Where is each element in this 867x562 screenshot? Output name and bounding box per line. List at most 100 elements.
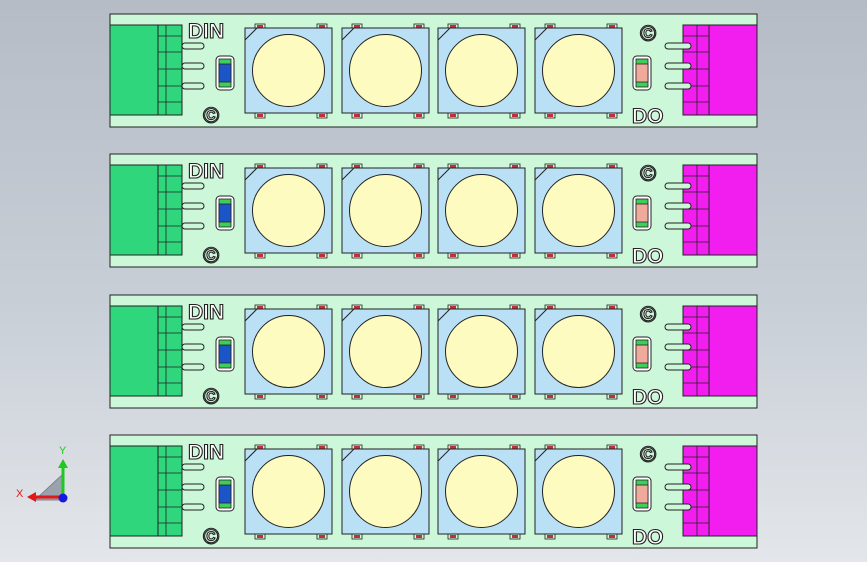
led-strip[interactable]: DIN©©DO bbox=[109, 294, 758, 410]
output-connector-housing bbox=[682, 24, 710, 116]
led-lens[interactable] bbox=[252, 174, 325, 247]
solder-pad bbox=[450, 306, 456, 309]
z-axis-dot bbox=[58, 493, 68, 503]
led-lens[interactable] bbox=[349, 455, 422, 528]
solder-pad bbox=[354, 306, 360, 309]
solder-pad bbox=[257, 535, 263, 538]
input-pin bbox=[181, 343, 205, 351]
din-label: DIN bbox=[188, 441, 224, 464]
input-connector-edge bbox=[165, 164, 183, 256]
copyright-mark: © bbox=[203, 243, 219, 268]
output-pin bbox=[664, 463, 692, 471]
led-lens[interactable] bbox=[349, 34, 422, 107]
input-connector-edge bbox=[165, 445, 183, 537]
solder-pad bbox=[547, 446, 553, 449]
solder-pad bbox=[354, 25, 360, 28]
solder-pad bbox=[512, 306, 518, 309]
led-lens[interactable] bbox=[542, 174, 615, 247]
output-pin bbox=[664, 82, 692, 90]
led-strip[interactable]: DIN©©DO bbox=[109, 13, 758, 129]
solder-pad bbox=[416, 306, 422, 309]
led-lens[interactable] bbox=[349, 174, 422, 247]
input-connector-housing bbox=[157, 24, 183, 116]
input-resistor bbox=[218, 63, 232, 83]
input-pin bbox=[181, 323, 205, 331]
led-lens[interactable] bbox=[252, 315, 325, 388]
solder-pad bbox=[450, 254, 456, 257]
input-pin bbox=[181, 42, 205, 50]
input-connector bbox=[109, 24, 159, 116]
solder-pad bbox=[416, 114, 422, 117]
solder-pad bbox=[609, 114, 615, 117]
output-pin bbox=[664, 343, 692, 351]
output-connector bbox=[708, 24, 758, 116]
solder-pad bbox=[257, 165, 263, 168]
y-axis-arrow-head bbox=[58, 459, 68, 468]
led-chamfer bbox=[341, 167, 355, 181]
led-strip[interactable]: DIN©©DO bbox=[109, 434, 758, 550]
output-pin bbox=[664, 363, 692, 371]
input-pin bbox=[181, 483, 205, 491]
input-pin bbox=[181, 202, 205, 210]
solder-pad bbox=[450, 535, 456, 538]
solder-pad bbox=[319, 446, 325, 449]
solder-pad bbox=[512, 446, 518, 449]
solder-pad bbox=[354, 446, 360, 449]
led-lens[interactable] bbox=[445, 174, 518, 247]
led-strip[interactable]: DIN©©DO bbox=[109, 153, 758, 269]
output-pin bbox=[664, 503, 692, 511]
led-lens[interactable] bbox=[349, 315, 422, 388]
led-lens[interactable] bbox=[445, 34, 518, 107]
solder-pad bbox=[354, 165, 360, 168]
output-connector bbox=[708, 445, 758, 537]
led-chamfer bbox=[437, 27, 451, 41]
led-lens[interactable] bbox=[252, 455, 325, 528]
solder-pad bbox=[512, 114, 518, 117]
output-pin bbox=[664, 222, 692, 230]
solder-pad bbox=[609, 254, 615, 257]
do-label: DO bbox=[632, 245, 664, 268]
led-chamfer bbox=[341, 27, 355, 41]
led-chamfer bbox=[437, 167, 451, 181]
led-lens[interactable] bbox=[445, 455, 518, 528]
led-lens[interactable] bbox=[542, 34, 615, 107]
solder-pad bbox=[319, 306, 325, 309]
led-chamfer bbox=[534, 448, 548, 462]
solder-pad bbox=[354, 114, 360, 117]
solder-pad bbox=[547, 535, 553, 538]
output-connector-edge bbox=[682, 164, 698, 256]
solder-pad bbox=[354, 254, 360, 257]
solder-pad bbox=[416, 254, 422, 257]
y-axis-label: Y bbox=[59, 445, 67, 457]
solder-pad bbox=[257, 446, 263, 449]
led-chamfer bbox=[534, 27, 548, 41]
output-connector-housing bbox=[682, 445, 710, 537]
solder-pad bbox=[547, 114, 553, 117]
input-pin bbox=[181, 222, 205, 230]
din-label: DIN bbox=[188, 160, 224, 183]
input-pin bbox=[181, 463, 205, 471]
copyright-mark: © bbox=[203, 384, 219, 409]
led-chamfer bbox=[244, 167, 258, 181]
led-lens[interactable] bbox=[252, 34, 325, 107]
solder-pad bbox=[319, 114, 325, 117]
input-pin bbox=[181, 503, 205, 511]
input-connector bbox=[109, 445, 159, 537]
input-resistor bbox=[218, 484, 232, 504]
solder-pad bbox=[354, 395, 360, 398]
solder-pad bbox=[609, 535, 615, 538]
output-pin bbox=[664, 182, 692, 190]
output-resistor bbox=[635, 484, 649, 504]
led-chamfer bbox=[437, 308, 451, 322]
led-lens[interactable] bbox=[542, 315, 615, 388]
led-chamfer bbox=[534, 308, 548, 322]
led-lens[interactable] bbox=[445, 315, 518, 388]
solder-pad bbox=[257, 114, 263, 117]
output-resistor bbox=[635, 203, 649, 223]
led-lens[interactable] bbox=[542, 455, 615, 528]
solder-pad bbox=[450, 395, 456, 398]
solder-pad bbox=[450, 114, 456, 117]
do-label: DO bbox=[632, 386, 664, 409]
output-pin bbox=[664, 202, 692, 210]
